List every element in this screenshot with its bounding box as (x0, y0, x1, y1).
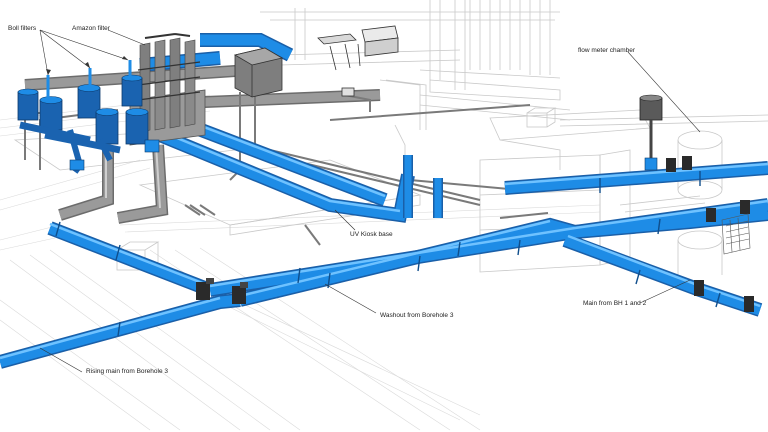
label-flow-meter-chamber: flow meter chamber (578, 47, 636, 54)
control-cabinet (233, 47, 284, 98)
chamber-grate (721, 213, 751, 255)
leader-arrowheads (46, 56, 128, 75)
filter-equipment (17, 25, 751, 255)
flow-meter (639, 94, 663, 171)
label-washout: Washout from Borehole 3 (380, 312, 454, 319)
label-main-from-bh: Main from BH 1 and 2 (583, 300, 647, 307)
label-rising-main: Rising main from Borehole 3 (86, 368, 169, 375)
valve-cluster (196, 156, 754, 312)
boll-filter-units (17, 60, 160, 174)
label-boll-filters: Boll filters (8, 25, 37, 32)
label-amazon-filter: Amazon filter (72, 25, 110, 32)
label-uv-kiosk-base: UV Kiosk base (350, 231, 393, 238)
blue-pipework (0, 33, 768, 369)
leader-lines (39, 29, 701, 373)
grey-pipework (24, 64, 549, 246)
